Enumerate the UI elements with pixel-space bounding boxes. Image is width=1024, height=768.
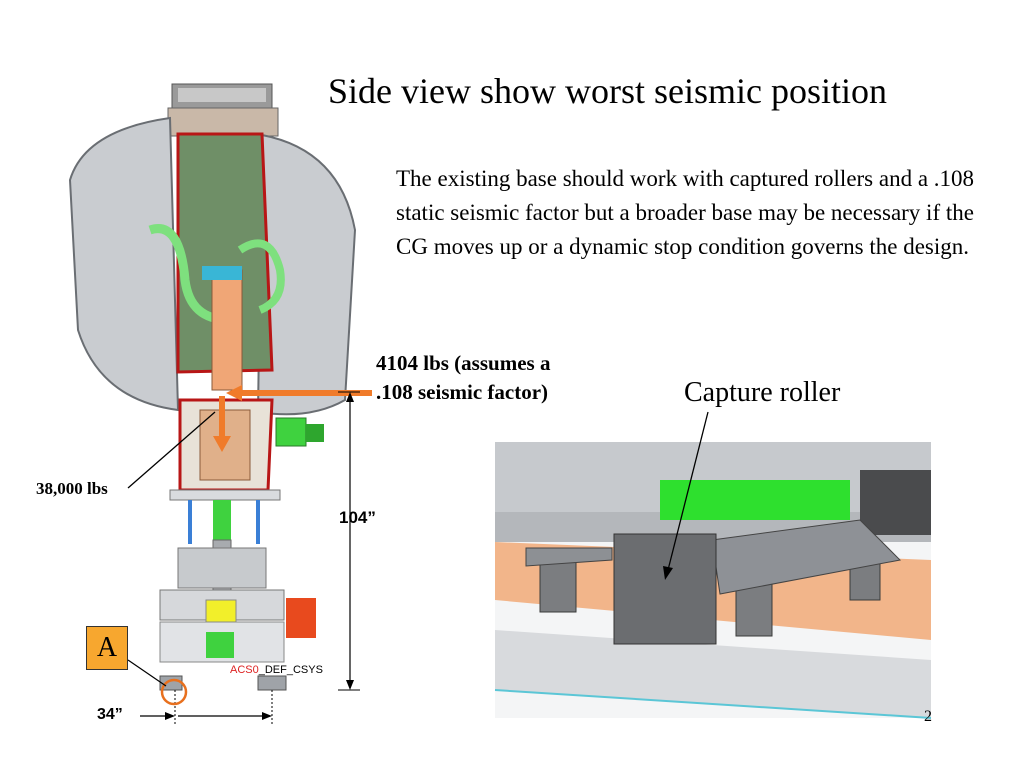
coordinate-system-label: ACS0_DEF_CSYS [230, 664, 323, 676]
load-leader-line [127, 411, 216, 489]
point-a-marker [127, 659, 188, 706]
seismic-force-label: 4104 lbs (assumes a .108 seismic factor) [376, 349, 550, 407]
point-a-label: A [86, 626, 128, 670]
capture-roller-detail [494, 442, 932, 719]
capture-roller-arrow [663, 411, 709, 580]
body-paragraph: The existing base should work with captu… [396, 166, 975, 259]
seismic-force-line-1: 4104 lbs (assumes a [376, 351, 551, 375]
csys-prefix: ACS0 [230, 664, 259, 676]
csys-suffix: _DEF_CSYS [258, 664, 323, 676]
vertical-load-arrow [213, 396, 231, 452]
width-dimension-label: 34” [97, 706, 123, 723]
width-dimension [140, 690, 273, 724]
seismic-force-line-2: .108 seismic factor) [376, 380, 549, 404]
page-number: 2 [924, 708, 932, 725]
capture-roller-label: Capture roller [684, 377, 841, 408]
vertical-load-label: 38,000 lbs [36, 479, 108, 498]
height-dimension [338, 391, 360, 691]
height-dimension-label: 104” [339, 508, 376, 527]
machine-side-view [68, 83, 357, 691]
slide-title: Side view show worst seismic position [328, 71, 887, 111]
